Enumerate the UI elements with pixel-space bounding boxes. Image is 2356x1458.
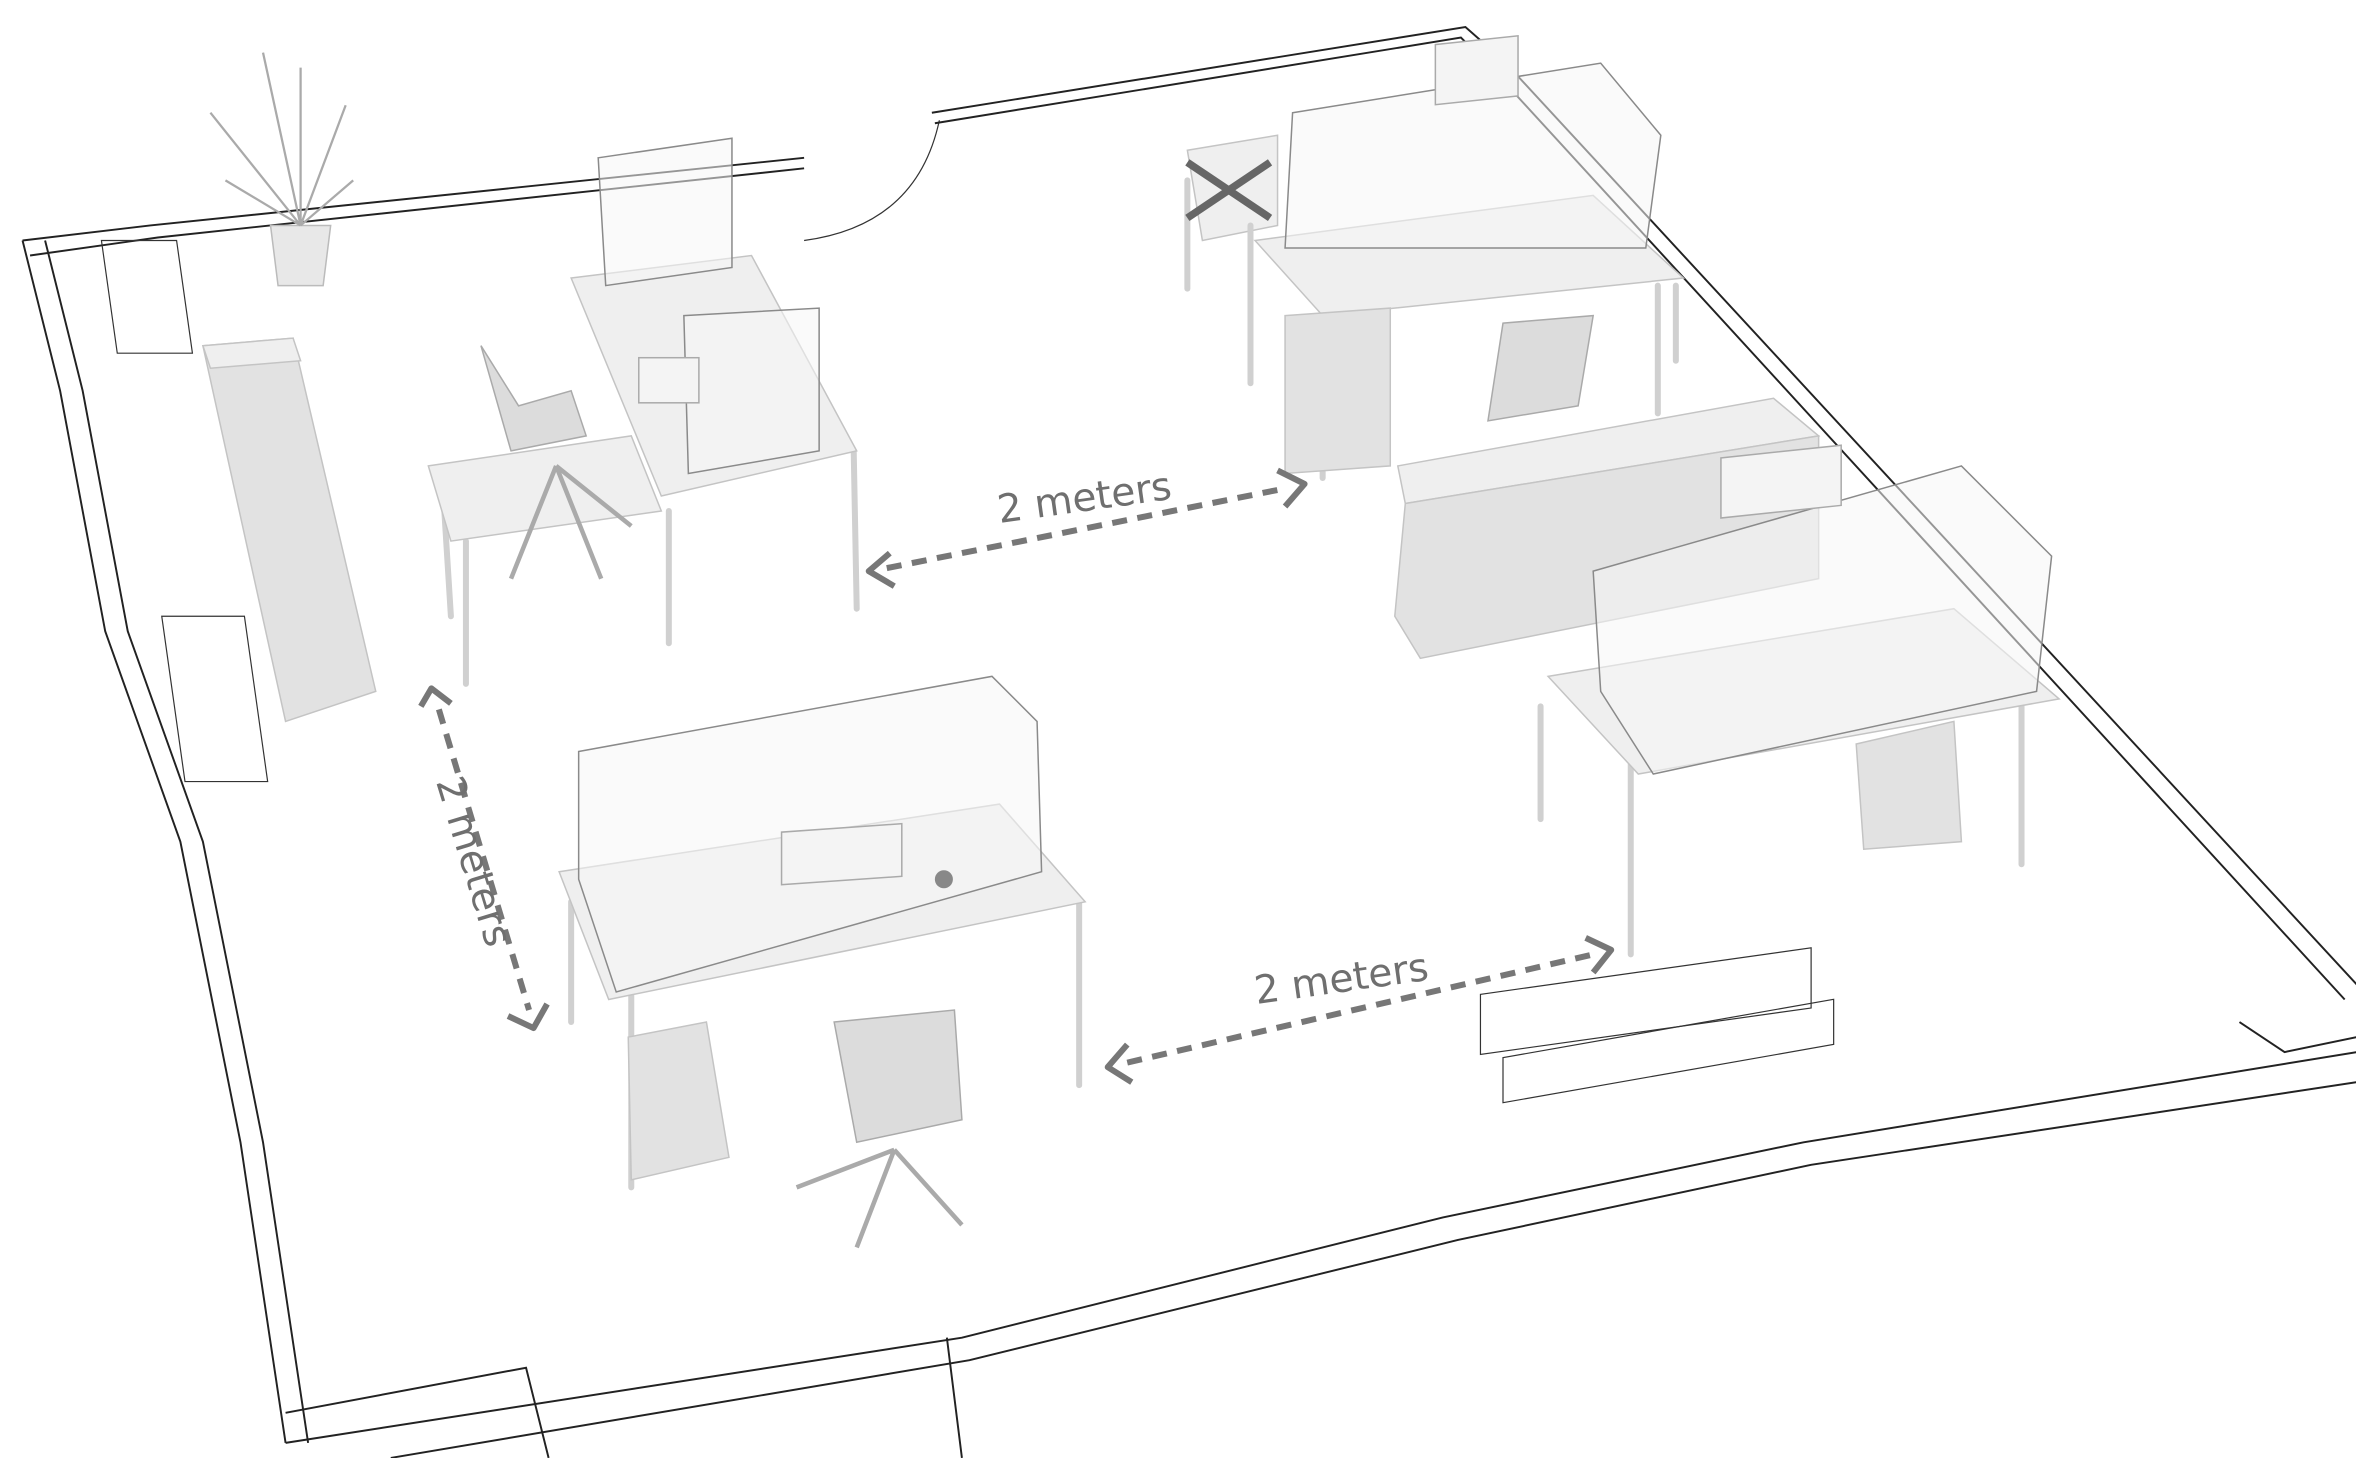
desk-top-left [427, 137, 860, 687]
laptop [780, 822, 903, 886]
distance-arrow-left [418, 685, 550, 1032]
laptop [638, 356, 700, 404]
laptop [1720, 444, 1842, 519]
desk-bottom [558, 675, 1087, 1249]
distance-label-top: 2 meters [995, 464, 1175, 533]
storage-cabinet-left [201, 337, 377, 723]
desk-right [1537, 444, 2061, 958]
glass-partition [597, 137, 733, 287]
distance-label-bottom: 2 meters [1252, 945, 1432, 1014]
distance-arrow-top [865, 467, 1308, 589]
office-chair [1487, 314, 1595, 422]
glass-partition [1284, 62, 1662, 249]
desk-top-right [1184, 35, 1686, 481]
glass-partition [1592, 465, 2053, 775]
removed-desk-mark [1185, 159, 1273, 222]
office-chair [480, 345, 633, 580]
potted-plant [209, 52, 354, 287]
office-chair [795, 1009, 964, 1249]
coffee-mug [934, 870, 953, 889]
glass-partition [683, 307, 820, 475]
laptop [1434, 35, 1519, 106]
distance-arrow-bottom [1104, 935, 1615, 1085]
distance-label-left: 2 meters [426, 771, 520, 952]
